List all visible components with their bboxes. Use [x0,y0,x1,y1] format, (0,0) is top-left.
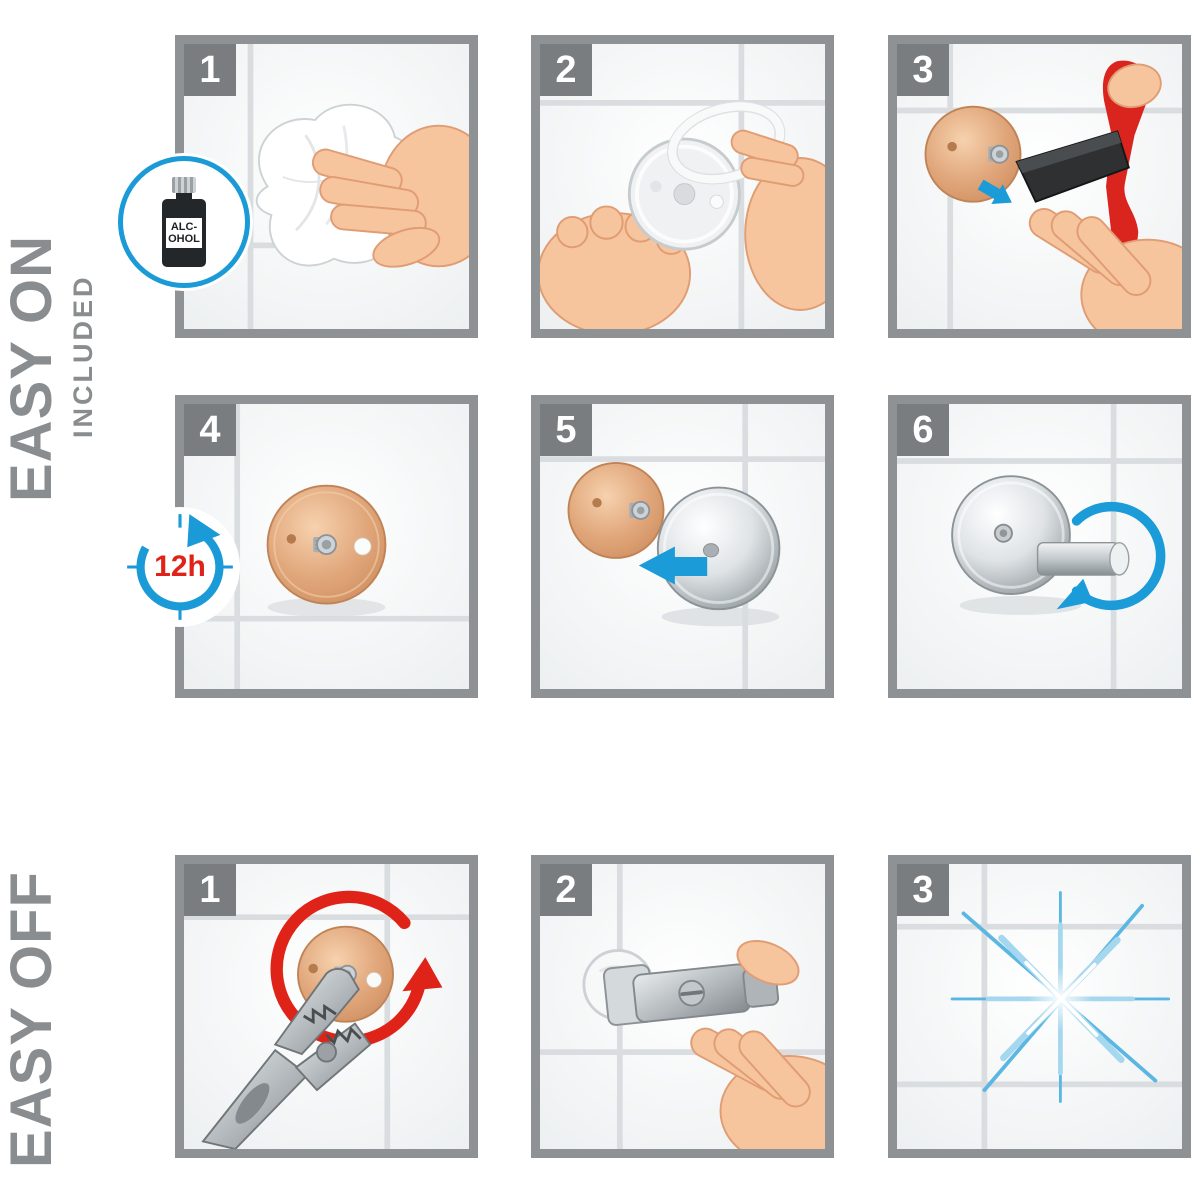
easy-on-step-1-panel: 1 [175,35,478,338]
step-number-badge: 3 [897,44,949,96]
alcohol-label: ALC- OHOL [166,217,202,249]
bottle-body: ALC- OHOL [162,199,206,267]
alcohol-bottle-icon: ALC- OHOL [162,177,206,267]
adhesive-pad [924,105,1022,203]
wrench-tool [201,968,372,1149]
sparkle-icon [950,891,1171,1103]
easy-on-title: EASY ON [0,234,64,502]
easy-off-step-1-panel: 1 [175,855,478,1158]
scraper-illustration [540,864,825,1149]
scraper-tool [582,949,780,1026]
step-number-badge: 1 [184,44,236,96]
easy-on-step-6-panel: 6 [888,395,1191,698]
step-number-badge: 4 [184,404,236,456]
screw-stud [313,534,337,556]
screw-hook-illustration [897,404,1182,689]
easy-on-step-5-panel: 5 [531,395,834,698]
step-number-badge: 3 [897,864,949,916]
easy-on-step-3-panel: 3 [888,35,1191,338]
step-number-badge: 5 [540,404,592,456]
peeling-hand [730,129,825,311]
clean-sparkle-illustration [897,864,1182,1149]
step-number-badge: 1 [184,864,236,916]
adhesive-pad [567,461,665,559]
step-number-badge: 6 [897,404,949,456]
holding-hand [690,940,825,1149]
press-arrow-icon [977,179,1012,204]
attach-plate-illustration [540,404,825,689]
twist-arrow-icon [270,890,443,1048]
easy-off-step-2-panel: 2 [531,855,834,1158]
screw-stud [988,144,1010,164]
wiping-hand [311,124,469,268]
step-number-badge: 2 [540,44,592,96]
bottle-cap [172,177,196,193]
attach-arrow-icon [638,546,708,585]
hook-peg [1036,541,1121,576]
rotate-arrow-icon [1056,501,1166,611]
bottle-neck [176,193,192,199]
protective-liner [666,101,786,185]
easy-off-title: EASY OFF [0,871,64,1168]
easy-on-step-2-panel: 2 [531,35,834,338]
easy-off-step-3-panel: 3 [888,855,1191,1158]
included-label: INCLUDED [68,274,98,439]
pressing-hand [1028,63,1182,329]
alcohol-included-badge: ALC- OHOL [118,156,250,288]
rotation-arrow-icon [124,511,236,623]
step-number-badge: 2 [540,864,592,916]
wait-time-label: 12h [154,550,206,583]
screw-stud [629,500,651,520]
wait-12h-badge: 12h [123,510,237,624]
